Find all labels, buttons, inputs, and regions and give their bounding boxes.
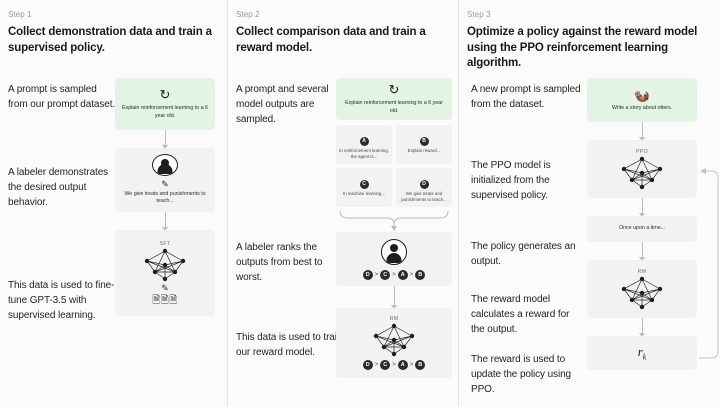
pencil-icon: ✎: [161, 282, 169, 293]
sft-tag: SFT: [159, 240, 171, 247]
rank-badge: D: [362, 269, 373, 280]
step-1-sft-card: SFT ✎ 🗎🗎🗎: [115, 230, 215, 316]
rank-badge: D: [362, 360, 373, 370]
rank-badge: A: [397, 269, 408, 280]
rank-badge: C: [380, 269, 391, 280]
step-2-column: Step 2 Collect comparison data and train…: [227, 0, 458, 407]
step-3-caption-2: The PPO model is initialized from the su…: [471, 160, 551, 201]
ranking-row: D > C > A > B: [341, 360, 447, 370]
connector-arrow: [587, 242, 697, 261]
neural-network-icon: [373, 323, 415, 357]
option-badge: A: [359, 137, 369, 146]
option-text: Explain reward...: [407, 148, 441, 153]
rank-separator: >: [374, 362, 379, 368]
step-1-title: Collect demonstration data and train a s…: [8, 26, 212, 54]
ppo-tag: PPO: [635, 148, 648, 155]
connector-arrow: [587, 122, 697, 141]
step-3-caption-3: The policy generates an output.: [471, 241, 576, 267]
update-loop-arrow: [699, 168, 719, 359]
step-1-caption-1: A prompt is sampled from our prompt data…: [8, 84, 116, 110]
converging-brace: [336, 209, 452, 231]
prompt-text: Write a story about otters.: [611, 104, 673, 111]
person-icon: [152, 154, 178, 176]
step-3-caption-5: The reward is used to update the policy …: [471, 354, 571, 395]
rm-tag: RM: [389, 316, 399, 322]
prompt-text: Explain reinforcement learning to a 6 ye…: [122, 105, 208, 119]
output-text: Once upon a time...: [618, 225, 666, 232]
connector-arrow: [587, 318, 697, 337]
rm-tag: RM: [637, 268, 647, 275]
option-text: In machine learning...: [343, 191, 385, 196]
recycle-icon: ↻: [388, 82, 400, 98]
output-option-b[interactable]: B Explain reward...: [396, 125, 452, 164]
step-1-flow: ↻ Explain reinforcement learning to a 6 …: [115, 78, 215, 316]
step-1-caption-2: A labeler demonstrates the desired outpu…: [8, 167, 109, 208]
step-2-rm-card: RM D > C > A: [336, 308, 452, 378]
step-3-flow: 🦦 Write a story about otters. PPO: [587, 78, 697, 370]
step-2-flow: ↻ Explain reinforcement learning to a 6 …: [336, 78, 452, 378]
step-3-column: Step 3 Optimize a policy against the rew…: [458, 0, 720, 407]
output-option-d[interactable]: D We give treats and punishments to teac…: [396, 168, 452, 207]
step-3-reward-card: rk: [587, 336, 697, 370]
labeler-demo-text: We give treats and punishments to teach.…: [124, 190, 206, 205]
step-3-title: Optimize a policy against the reward mod…: [467, 26, 698, 69]
option-text: In reinforcement learning, the agent is.…: [339, 148, 389, 159]
rank-badge: B: [415, 269, 426, 280]
step-2-title: Collect comparison data and train a rewa…: [236, 26, 426, 54]
step-1-label: Step 1: [8, 10, 32, 19]
step-1-column: Step 1 Collect demonstration data and tr…: [0, 0, 227, 407]
step-3-ppo-card: PPO: [587, 140, 697, 198]
connector-arrow: [336, 286, 452, 309]
step-2-label: Step 2: [236, 10, 260, 19]
step-2-caption-2: A labeler ranks the outputs from best to…: [236, 242, 323, 283]
document-stack-icon: 🗎🗎🗎: [152, 294, 178, 306]
rank-badge: C: [380, 360, 391, 370]
connector-arrow: [115, 130, 215, 149]
output-option-c[interactable]: C In machine learning...: [336, 168, 392, 207]
step-3-output-card: Once upon a time...: [587, 216, 697, 242]
prompt-text: Explain reinforcement learning to a 6 ye…: [345, 100, 443, 114]
connector-arrow: [115, 212, 215, 231]
pencil-icon: ✎: [161, 178, 169, 189]
option-badge: B: [419, 137, 429, 146]
rank-separator: >: [409, 271, 414, 278]
ranking-row: D > C > A > B: [341, 269, 447, 280]
output-option-a[interactable]: A In reinforcement learning, the agent i…: [336, 125, 392, 164]
step-1-prompt-card: ↻ Explain reinforcement learning to a 6 …: [115, 78, 215, 130]
step-3-caption-4: The reward model calculates a reward for…: [471, 294, 570, 335]
neural-network-icon: [621, 276, 663, 309]
rank-badge: A: [397, 360, 408, 370]
step-1-caption-3: This data is used to fine-tune GPT-3.5 w…: [8, 280, 115, 321]
recycle-icon: ↻: [159, 87, 171, 103]
otter-icon: 🦦: [633, 87, 651, 103]
person-icon: [381, 238, 407, 265]
step-3-caption-1: A new prompt is sampled from the dataset…: [471, 84, 581, 110]
connector-arrow: [587, 198, 697, 217]
step-3-prompt-card: 🦦 Write a story about otters.: [587, 78, 697, 122]
option-badge: C: [359, 180, 369, 189]
rank-separator: >: [374, 271, 379, 278]
neural-network-icon: [621, 156, 663, 189]
neural-network-icon: [144, 248, 186, 281]
step-2-caption-1: A prompt and several model outputs are s…: [236, 84, 329, 125]
option-text: We give treats and punishments to teach.…: [401, 191, 447, 202]
option-badge: D: [419, 180, 429, 189]
step-2-labeler-card: D > C > A > B: [336, 232, 452, 286]
rank-separator: >: [392, 271, 396, 278]
step-2-prompt-card: ↻ Explain reinforcement learning to a 6 …: [336, 78, 452, 120]
step-1-labeler-card: ✎ We give treats and punishments to teac…: [115, 148, 215, 212]
step-2-caption-3: This data is used to train our reward mo…: [236, 332, 343, 358]
rank-badge: B: [415, 360, 426, 370]
rank-separator: >: [392, 362, 396, 368]
step-3-label: Step 3: [467, 10, 491, 19]
reward-symbol: rk: [637, 344, 647, 362]
rank-separator: >: [409, 362, 414, 368]
step-3-rm-card: RM: [587, 260, 697, 318]
model-outputs-grid: A In reinforcement learning, the agent i…: [336, 125, 452, 207]
